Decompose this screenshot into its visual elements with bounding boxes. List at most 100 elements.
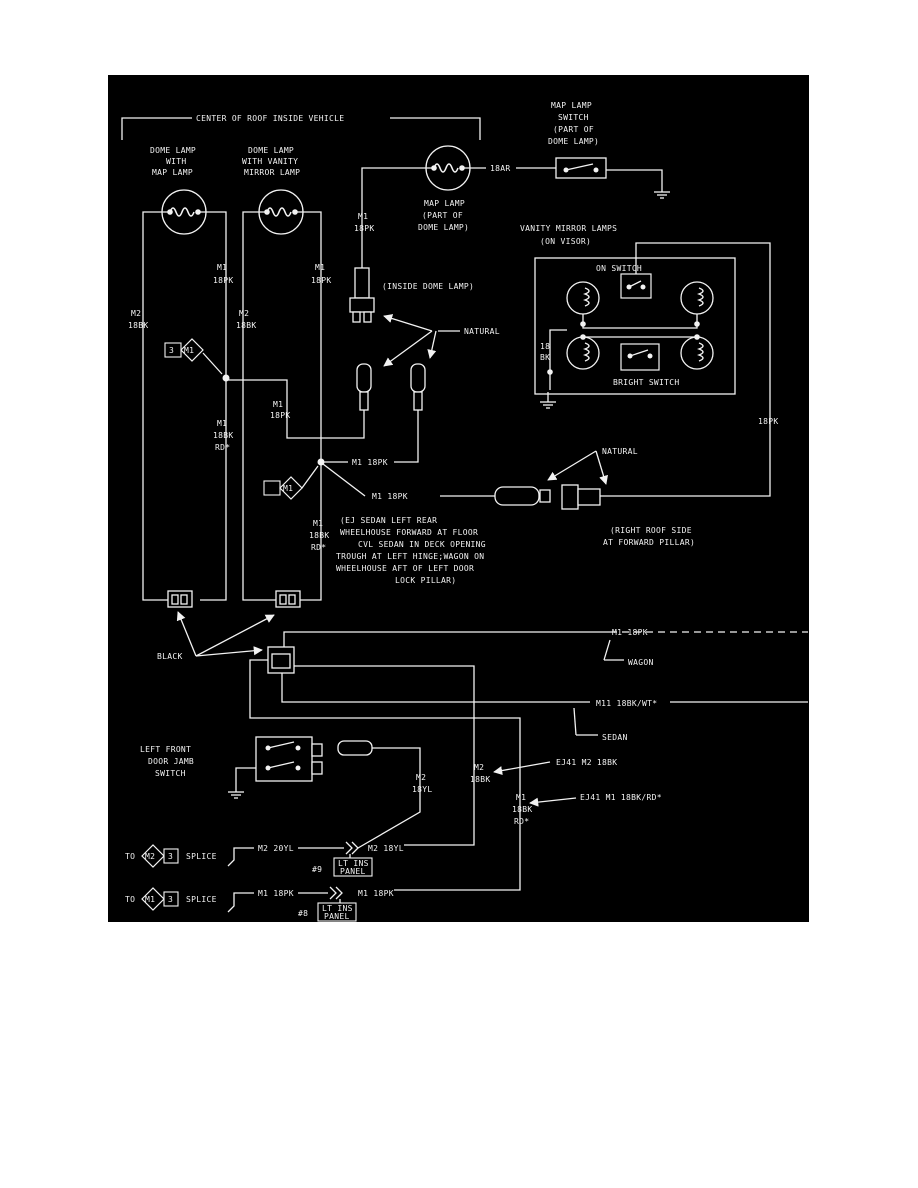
svg-text:BRIGHT SWITCH: BRIGHT SWITCH <box>613 378 680 387</box>
svg-text:BK: BK <box>540 353 550 362</box>
svg-text:(EJ SEDAN LEFT REAR: (EJ SEDAN LEFT REAR <box>340 516 437 525</box>
svg-text:EJ41 M2 18BK: EJ41 M2 18BK <box>556 758 617 767</box>
svg-text:CVL SEDAN IN DECK OPENING: CVL SEDAN IN DECK OPENING <box>358 540 486 549</box>
svg-text:AT FORWARD PILLAR): AT FORWARD PILLAR) <box>603 538 695 547</box>
splice-m1-lower: M1 M1 18PK M1 18BK RD* <box>263 458 495 552</box>
svg-text:18BK: 18BK <box>236 321 256 330</box>
svg-text:18: 18 <box>540 342 550 351</box>
svg-text:M1 18PK: M1 18PK <box>612 628 648 637</box>
svg-text:NATURAL: NATURAL <box>602 447 638 456</box>
svg-text:18PK: 18PK <box>758 417 778 426</box>
location-notes: (EJ SEDAN LEFT REAR WHEELHOUSE FORWARD A… <box>336 516 695 585</box>
svg-text:WHEELHOUSE FORWARD AT FLOOR: WHEELHOUSE FORWARD AT FLOOR <box>340 528 478 537</box>
diagram-background <box>108 75 809 922</box>
svg-text:M1 18PK: M1 18PK <box>258 889 294 898</box>
svg-text:M11 18BK/WT*: M11 18BK/WT* <box>596 699 657 708</box>
svg-text:MAP LAMP: MAP LAMP <box>551 101 592 110</box>
svg-text:(PART OF: (PART OF <box>422 211 463 220</box>
svg-text:M2: M2 <box>474 763 484 772</box>
svg-text:DOME LAMP: DOME LAMP <box>248 146 294 155</box>
svg-text:TO: TO <box>125 852 135 861</box>
svg-text:M1: M1 <box>273 400 283 409</box>
svg-text:SWITCH: SWITCH <box>558 113 589 122</box>
roof-side-connector: 18PK NATURAL <box>494 242 778 510</box>
svg-text:WHEELHOUSE AFT OF LEFT DOOR: WHEELHOUSE AFT OF LEFT DOOR <box>336 564 474 573</box>
svg-text:SPLICE: SPLICE <box>186 852 217 861</box>
map-lamp: 18AR MAP LAMP (PART OF DOME LAMP) M1 18P… <box>354 145 556 268</box>
svg-text:M2 18YL: M2 18YL <box>368 844 404 853</box>
svg-text:BLACK: BLACK <box>157 652 183 661</box>
svg-text:(RIGHT ROOF SIDE: (RIGHT ROOF SIDE <box>610 526 692 535</box>
black-connector: BLACK M1 18PK WAGON M11 18BK/WT* SEDAN M… <box>157 611 808 891</box>
svg-text:ON SWITCH: ON SWITCH <box>596 264 642 273</box>
svg-text:M2 20YL: M2 20YL <box>258 844 294 853</box>
svg-text:MAP LAMP: MAP LAMP <box>424 199 465 208</box>
svg-text:M1: M1 <box>313 519 323 528</box>
svg-text:NATURAL: NATURAL <box>464 327 500 336</box>
splice-to-panel-9: TO M2 3 SPLICE M2 20YL M2 18YL #9 LT INS… <box>125 841 404 877</box>
splice-m1-upper: 3 M1 M1 18BK RD* <box>164 338 233 452</box>
svg-text:18BK: 18BK <box>213 431 233 440</box>
svg-text:18BK: 18BK <box>309 531 329 540</box>
svg-text:RD*: RD* <box>311 543 326 552</box>
svg-text:WAGON: WAGON <box>628 658 654 667</box>
svg-text:RD*: RD* <box>215 443 230 452</box>
svg-text:M2: M2 <box>145 852 155 861</box>
svg-text:MIRROR LAMP: MIRROR LAMP <box>244 168 300 177</box>
roof-bracket: CENTER OF ROOF INSIDE VEHICLE <box>121 114 481 140</box>
svg-text:M1: M1 <box>145 895 155 904</box>
svg-text:RD*: RD* <box>514 817 529 826</box>
svg-text:#8: #8 <box>298 909 308 918</box>
svg-text:MAP LAMP: MAP LAMP <box>152 168 193 177</box>
svg-text:CENTER OF ROOF INSIDE VEHICLE: CENTER OF ROOF INSIDE VEHICLE <box>196 114 344 123</box>
svg-text:M2: M2 <box>131 309 141 318</box>
svg-text:M1: M1 <box>516 793 526 802</box>
svg-text:EJ41 M1 18BK/RD*: EJ41 M1 18BK/RD* <box>580 793 662 802</box>
splice-to-panel-8: TO M1 3 SPLICE M1 18PK M1 18PK #8 LT INS… <box>125 886 394 922</box>
svg-text:18PK: 18PK <box>213 276 233 285</box>
svg-text:#9: #9 <box>312 865 322 874</box>
svg-text:SEDAN: SEDAN <box>602 733 628 742</box>
svg-text:18YL: 18YL <box>412 785 432 794</box>
svg-text:18BK: 18BK <box>512 805 532 814</box>
svg-text:DOME LAMP): DOME LAMP) <box>418 223 469 232</box>
svg-text:PANEL: PANEL <box>340 867 366 876</box>
dome-lamp-vanity: DOME LAMP WITH VANITY MIRROR LAMP M1 18P… <box>236 146 331 608</box>
svg-text:18AR: 18AR <box>490 164 510 173</box>
svg-text:M1: M1 <box>315 263 325 272</box>
svg-text:LT INS: LT INS <box>338 859 369 868</box>
svg-text:LOCK PILLAR): LOCK PILLAR) <box>395 576 456 585</box>
svg-text:M1 18PK: M1 18PK <box>372 492 408 501</box>
svg-text:3: 3 <box>168 895 173 904</box>
svg-text:PANEL: PANEL <box>324 912 350 921</box>
svg-text:M1: M1 <box>283 484 293 493</box>
svg-text:18PK: 18PK <box>270 411 290 420</box>
svg-text:DOME LAMP: DOME LAMP <box>150 146 196 155</box>
svg-text:M2: M2 <box>416 773 426 782</box>
svg-text:18PK: 18PK <box>311 276 331 285</box>
svg-text:M1: M1 <box>217 419 227 428</box>
svg-text:SWITCH: SWITCH <box>155 769 186 778</box>
svg-text:3: 3 <box>168 852 173 861</box>
svg-text:18BK: 18BK <box>470 775 490 784</box>
svg-text:M1: M1 <box>217 263 227 272</box>
svg-text:LT INS: LT INS <box>322 904 353 913</box>
dome-lamp-map: DOME LAMP WITH MAP LAMP M1 18PK M2 18BK <box>128 146 233 608</box>
svg-text:18PK: 18PK <box>354 224 374 233</box>
inside-dome-connector: (INSIDE DOME LAMP) NATURAL <box>349 267 500 367</box>
svg-text:M1 18PK: M1 18PK <box>352 458 388 467</box>
svg-text:(INSIDE DOME LAMP): (INSIDE DOME LAMP) <box>382 282 474 291</box>
svg-text:DOME LAMP): DOME LAMP) <box>548 137 599 146</box>
svg-text:(PART OF: (PART OF <box>553 125 594 134</box>
svg-text:SPLICE: SPLICE <box>186 895 217 904</box>
door-jamb-switch: LEFT FRONT DOOR JAMB SWITCH M2 18YL <box>140 736 432 849</box>
svg-text:DOOR JAMB: DOOR JAMB <box>148 757 194 766</box>
svg-text:WITH: WITH <box>166 157 186 166</box>
natural-connectors: M1 18PK M1 18PK <box>228 363 426 467</box>
map-lamp-switch: MAP LAMP SWITCH (PART OF DOME LAMP) <box>548 101 671 199</box>
svg-text:M1: M1 <box>184 346 194 355</box>
vanity-mirror-lamps: VANITY MIRROR LAMPS (ON VISOR) ON SWITCH… <box>520 224 740 409</box>
svg-text:TROUGH AT LEFT HINGE;WAGON ON: TROUGH AT LEFT HINGE;WAGON ON <box>336 552 484 561</box>
svg-text:WITH VANITY: WITH VANITY <box>242 157 298 166</box>
